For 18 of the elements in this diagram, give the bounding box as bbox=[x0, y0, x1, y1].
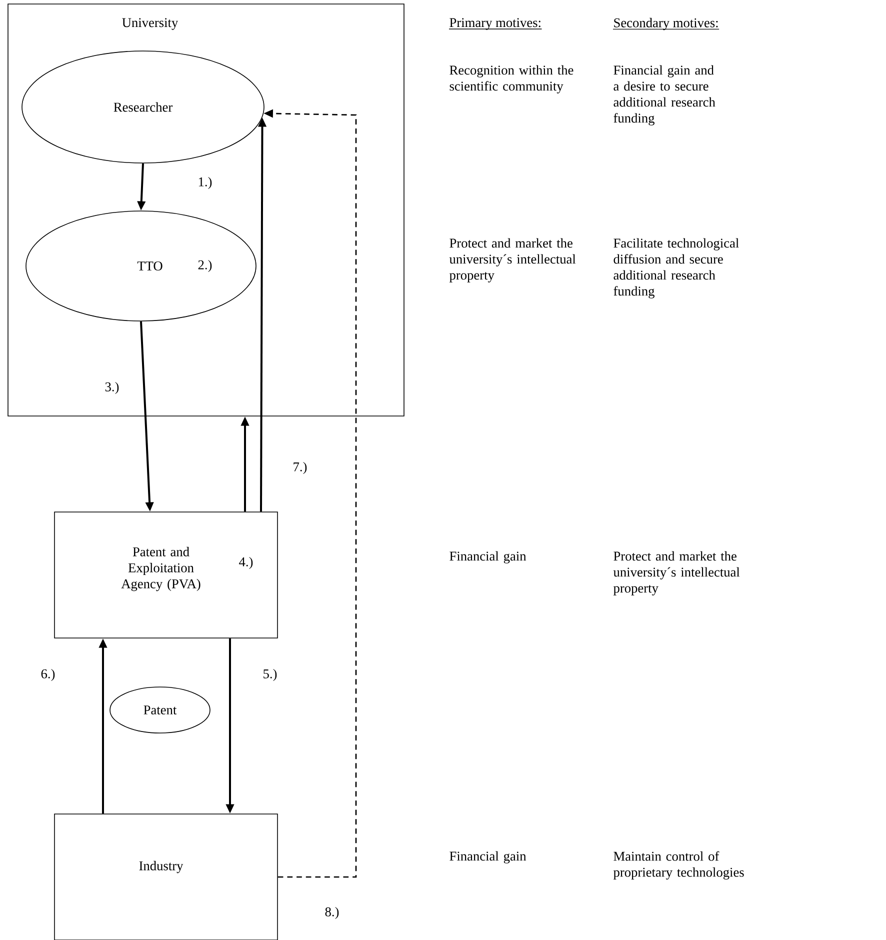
motive-text: Financial gain bbox=[450, 851, 526, 864]
edge-label: 3.) bbox=[103, 380, 121, 396]
edge-label: 6.) bbox=[39, 668, 57, 682]
motive-text: Financial gain and a desire to secure additional research funding bbox=[614, 65, 716, 126]
column-heading: Primary motives: bbox=[448, 18, 542, 30]
agency-box: Patent and Exploitation Agency (PVA) 4.) bbox=[54, 512, 278, 638]
motive-text: Protect and market the university´s intellectual property bbox=[449, 238, 576, 282]
motive-text: Protect and market the university´s intellectual property bbox=[613, 551, 740, 596]
motive-text: Financial gain bbox=[450, 551, 526, 564]
motive-text: Facilitate technological diffusion and secure additional research funding bbox=[614, 238, 739, 298]
motive-text: Recognition within the scientific community bbox=[450, 65, 574, 94]
edge-label: 1.) bbox=[196, 176, 214, 190]
edge-label: 8.) bbox=[323, 906, 341, 920]
column-heading: Secondary motives: bbox=[612, 18, 720, 30]
edge-label: 7.) bbox=[291, 460, 309, 476]
motive-text: Maintain control of proprietary technologies bbox=[613, 851, 744, 880]
industry-box: Industry bbox=[54, 814, 278, 940]
edge-label: 5.) bbox=[261, 668, 279, 682]
